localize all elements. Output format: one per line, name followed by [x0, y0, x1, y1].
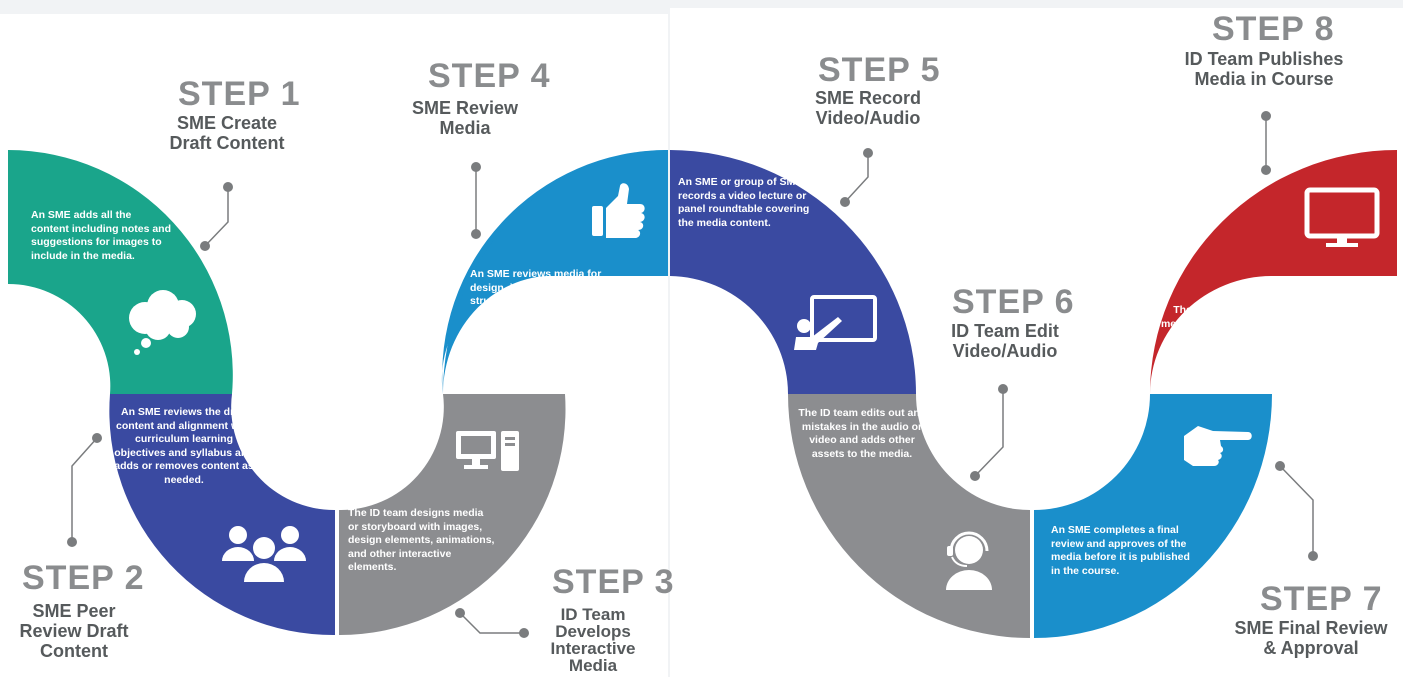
- desktop-computer-icon: [456, 431, 519, 471]
- step3-description: The ID team designs media or storyboard …: [348, 507, 495, 573]
- step5-segment: [670, 150, 916, 394]
- step7-title: STEP 7: [1260, 580, 1383, 618]
- thumbs-up-icon: [592, 183, 645, 238]
- step4-title: STEP 4: [428, 57, 551, 95]
- presentation-board-icon: [794, 295, 877, 350]
- step5-connector: [844, 153, 869, 203]
- step1-connector: [204, 187, 229, 247]
- step1-title: STEP 1: [178, 75, 301, 113]
- step6-title: STEP 6: [952, 283, 1075, 321]
- pointing-hand-icon: [1184, 426, 1252, 466]
- thought-cloud-icon: [129, 290, 196, 355]
- step1-subtitle: SME Create Draft Content: [169, 113, 285, 153]
- step7-description: An SME completes a final review and appr…: [1051, 524, 1190, 577]
- step8-subtitle: ID Team Publishes Media in Course: [1184, 49, 1344, 89]
- step4-subtitle: SME Review Media: [411, 98, 519, 138]
- headset-user-icon: [946, 531, 992, 590]
- step2-subtitle: SME Peer Review Draft Content: [19, 601, 129, 661]
- step5-description: An SME or group of SMEs records a video …: [678, 176, 810, 229]
- step3-connector: [459, 612, 524, 634]
- step1-segment: [8, 150, 233, 394]
- step5-subtitle: SME Record Video/Audio: [814, 88, 922, 128]
- step7-segment: [1034, 394, 1272, 638]
- step8-segment: [1150, 150, 1397, 394]
- step4-description: An SME reviews media for design, images,…: [470, 268, 602, 307]
- step1-description: An SME adds all the content including no…: [31, 209, 171, 262]
- group-people-icon: [222, 526, 306, 582]
- step8-description: The ID team adds the media to the course…: [1160, 304, 1292, 343]
- step2-connector: [71, 437, 98, 542]
- step5-title: STEP 5: [818, 51, 941, 89]
- step2-description: An SME reviews the draft content and ali…: [114, 406, 254, 486]
- step6-description: The ID team edits out any mistakes in th…: [798, 407, 926, 460]
- step6-subtitle: ID Team Edit Video/Audio: [951, 321, 1059, 361]
- step8-title: STEP 8: [1212, 10, 1335, 48]
- monitor-icon: [1304, 187, 1380, 247]
- step6-connector: [974, 389, 1004, 477]
- step3-title: STEP 3: [552, 563, 675, 601]
- step7-connector: [1279, 465, 1314, 556]
- step7-subtitle: SME Final Review & Approval: [1234, 618, 1388, 658]
- step2-title: STEP 2: [22, 559, 145, 597]
- step3-subtitle: ID Team Develops Interactive Media: [550, 605, 636, 675]
